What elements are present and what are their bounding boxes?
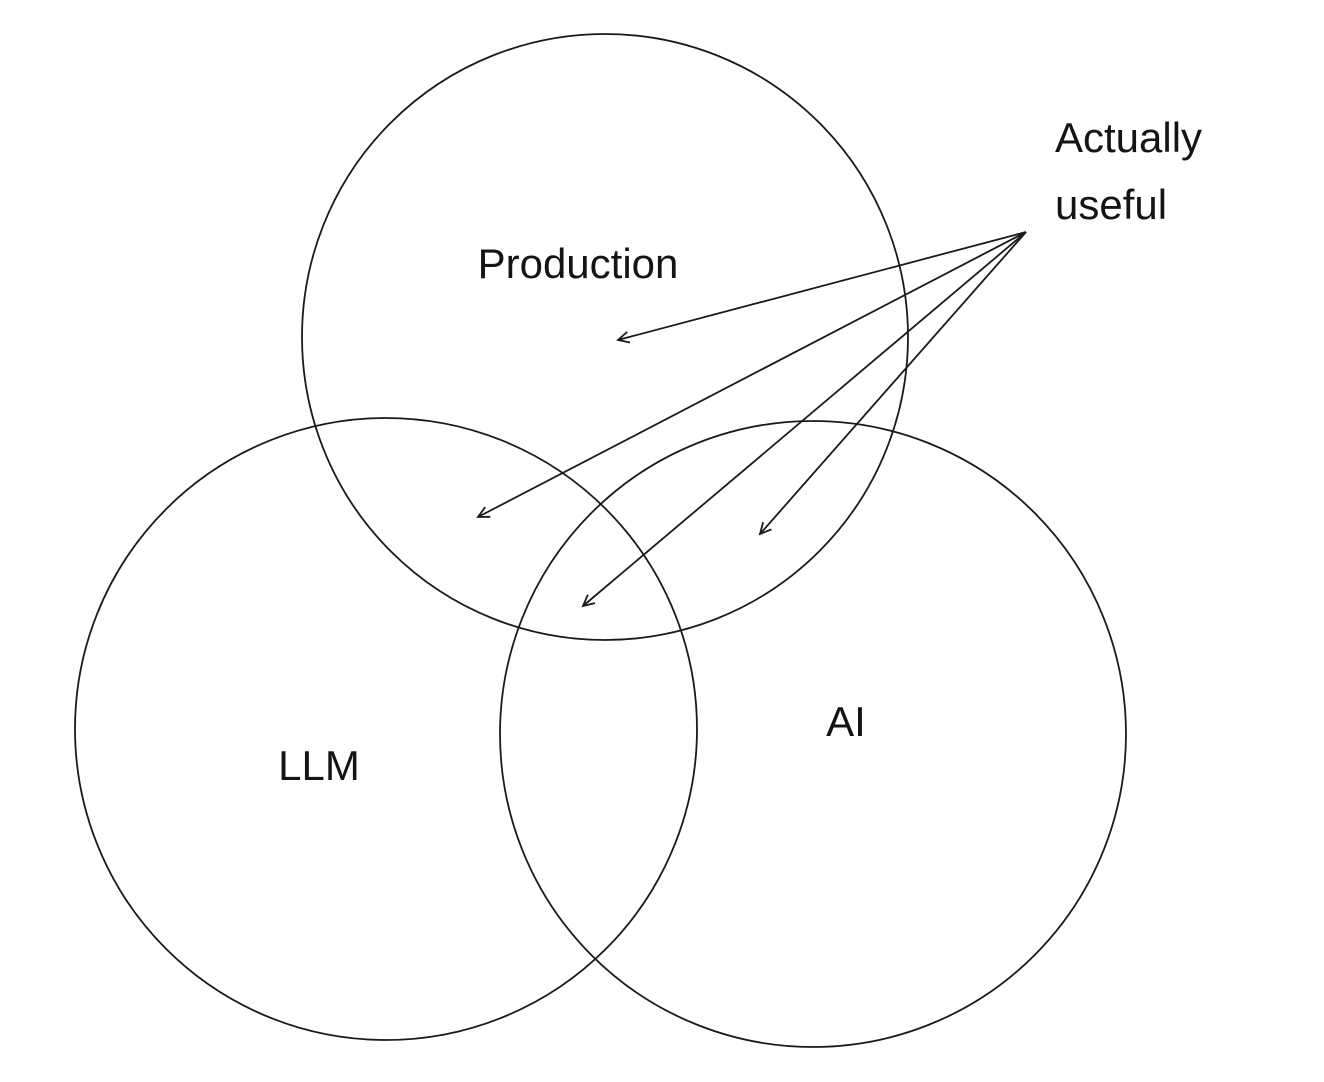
arrow-to-triple-intersection: [581, 231, 1027, 608]
circle-production: [301, 33, 909, 641]
arrow-to-production-only: [616, 231, 1027, 344]
circle-label-llm: LLM: [278, 742, 360, 789]
circle-llm: [74, 417, 698, 1041]
circle-ai: [499, 420, 1127, 1048]
circle-label-ai: AI: [826, 698, 866, 745]
annotation-label-line-2: useful: [1055, 181, 1167, 228]
arrow-to-production-ai: [758, 231, 1027, 536]
circle-label-production: Production: [478, 240, 679, 287]
annotation-label-line-1: Actually: [1055, 114, 1202, 161]
arrow-to-production-llm: [476, 231, 1027, 518]
